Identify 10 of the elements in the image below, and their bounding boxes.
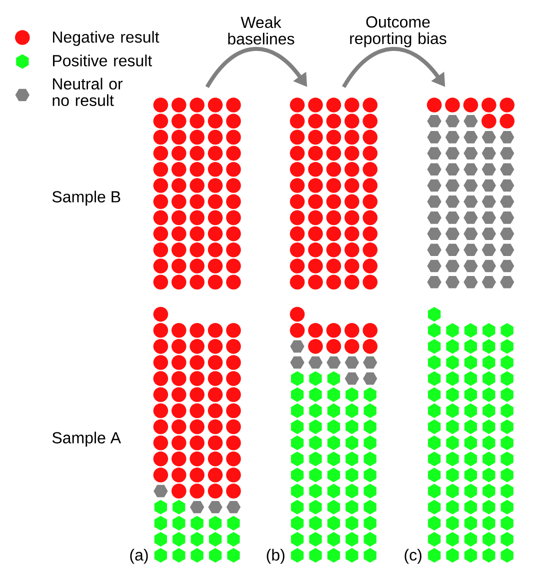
legend-text: Negative result xyxy=(53,31,160,46)
panel-label: (a) xyxy=(130,548,148,564)
sample-label: Sample B xyxy=(52,190,120,206)
sample-label: Sample A xyxy=(52,432,121,447)
edge-label: Weak baselines xyxy=(228,16,294,45)
edge-label: Outcome reporting bias xyxy=(350,16,446,48)
panel-label: (c) xyxy=(404,548,422,564)
legend-text: Neutral or no result xyxy=(52,78,123,106)
panel-label: (b) xyxy=(266,548,284,564)
legend-text: Positive result xyxy=(53,54,152,66)
